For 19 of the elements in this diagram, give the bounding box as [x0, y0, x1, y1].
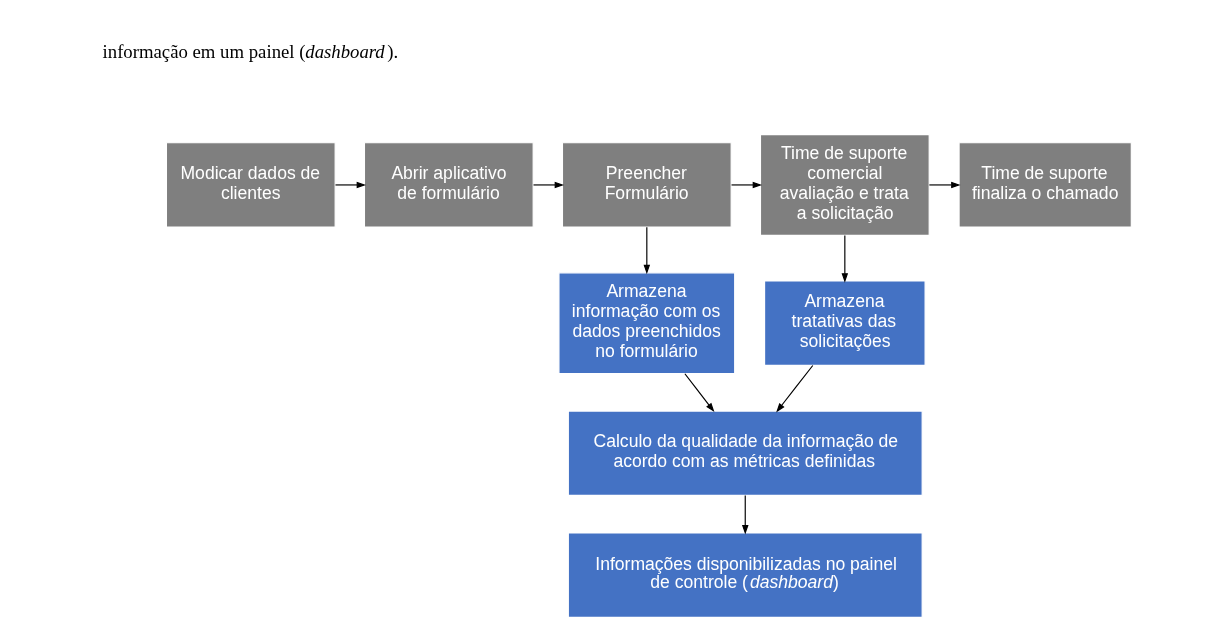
node-box: Abrir aplicativo de formulário: [363, 142, 534, 228]
arrow: [334, 181, 367, 189]
label: informação em um painel (dashboard).: [102, 41, 399, 63]
arrow: [684, 373, 715, 413]
node-box: Time de suporte comercial avaliação e trata a solicitação: [759, 133, 930, 236]
node-box: Informações disponibilizadas no painel de controle (dashboard): [567, 532, 923, 618]
node-box: Calculo da qualidade da informação de acordo com as métricas definidas: [567, 410, 923, 497]
node-box: Armazena tratativas das solicitações: [764, 280, 926, 366]
arrow: [841, 235, 849, 283]
arrow: [776, 364, 814, 413]
arrow: [532, 181, 565, 189]
arrow: [741, 494, 749, 535]
node-box: Armazena informação com os dados preenchidos no formulário: [558, 272, 736, 375]
arrow: [643, 226, 651, 275]
node-box: Preencher Formulário: [561, 142, 732, 228]
node-box: Modicar dados de clientes: [165, 142, 336, 228]
node-box: Time de suporte finaliza o chamado: [958, 142, 1132, 228]
arrow: [928, 181, 961, 189]
arrow: [730, 181, 763, 189]
